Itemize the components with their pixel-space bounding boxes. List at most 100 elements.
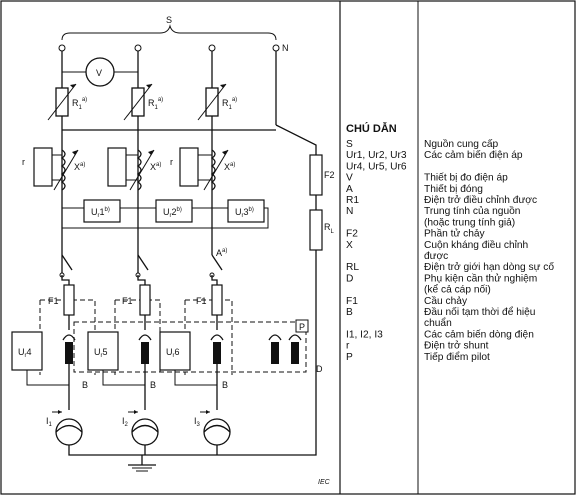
phase-box-2 <box>114 299 161 375</box>
fuses-f1 <box>61 275 223 330</box>
i2-label: I2 <box>122 416 129 428</box>
ur4-label: Ur4 <box>18 347 32 359</box>
f1-label-3: F1 <box>196 296 207 306</box>
f2-label: F2 <box>324 170 335 180</box>
adjustable-resistor-1 <box>47 83 77 121</box>
current-sensor-leads <box>68 364 218 410</box>
legend-description: Các cảm biến dòng điện <box>424 328 534 340</box>
legend-description: (kể cả cáp nối) <box>424 284 491 296</box>
legend-description: Đầu nối tạm thời để hiệu <box>424 306 535 318</box>
neutral-branch <box>275 124 317 155</box>
legend-symbol: B <box>346 307 353 318</box>
switch-label: Aa) <box>216 248 227 258</box>
legend-description: chuẩn <box>424 317 452 329</box>
f1-label-1: F1 <box>48 296 59 306</box>
legend-description: Phụ kiện cần thử nghiệm <box>424 272 537 284</box>
pilot-contact <box>295 319 309 333</box>
legend-description: Cuộn kháng điều chỉnh <box>424 239 528 251</box>
accessory-label: D <box>316 364 323 374</box>
fuse-element-f2 <box>309 154 323 196</box>
ur6-label: Ur6 <box>166 347 180 359</box>
shunt-label-3: r <box>170 157 173 167</box>
legend-symbol: A <box>346 184 353 195</box>
pilot-contact-label: P <box>299 322 305 332</box>
source-brace <box>61 24 277 41</box>
neutral-label: N <box>282 43 289 53</box>
legend-description: Tiếp điểm pilot <box>424 351 490 363</box>
reactor-label-1: Xa) <box>74 162 85 172</box>
adjustable-resistor-2 <box>123 83 153 121</box>
shunt-label-1: r <box>22 157 25 167</box>
ur1-label: Ur1b) <box>91 207 110 219</box>
legend-symbol: I1, I2, I3 <box>346 329 383 340</box>
reactor-group-1 <box>33 147 79 191</box>
legend-symbol: P <box>346 352 353 363</box>
legend-description: Thiết bị đóng <box>424 183 483 195</box>
source-label: S <box>166 15 172 25</box>
sensor-wiring <box>61 207 269 229</box>
phase-box-3 <box>184 299 233 375</box>
voltage-sensor-ur2 <box>155 199 193 223</box>
legend-description: (hoặc trung tính giả) <box>424 217 515 228</box>
i1-label: I1 <box>46 416 53 428</box>
r1-label-2: R1a) <box>148 97 163 111</box>
switches <box>59 254 223 278</box>
link-label-3: B <box>222 380 228 390</box>
legend-description: Điện trở điều chỉnh được <box>424 194 537 206</box>
legend-symbol: Ur1, Ur2, Ur3 <box>346 150 407 161</box>
link-label-2: B <box>150 380 156 390</box>
voltmeter-symbol <box>85 57 115 87</box>
legend-description: Nguồn cung cấp <box>424 138 499 150</box>
voltage-sensor-ur1 <box>83 199 121 223</box>
cable-terminations <box>62 334 302 364</box>
legend-description: Phần tử chảy <box>424 228 486 240</box>
accessory-under-test-box <box>73 321 307 373</box>
voltage-sensor-ur6 <box>159 331 191 371</box>
legend-symbol: F2 <box>346 229 358 240</box>
legend-symbol: Ur4, Ur5, Ur6 <box>346 161 407 172</box>
legend-title: CHÚ DẪN <box>346 122 397 135</box>
r1-label-1: R1a) <box>72 97 87 111</box>
reactor-group-3 <box>179 147 229 191</box>
ur3-label: Ur3b) <box>235 207 254 219</box>
legend-description: Các cảm biến điện áp <box>424 149 523 161</box>
adjustable-resistor-3 <box>197 83 227 121</box>
legend-symbol: S <box>346 139 353 150</box>
legend-description: được <box>424 251 448 262</box>
link-label-1: B <box>82 380 88 390</box>
legend-symbol: RL <box>346 262 359 273</box>
legend-description: Trung tính của nguồn <box>424 205 520 217</box>
legend-description: Thiết bị đo điện áp <box>424 172 508 184</box>
legend-description: Cầu chảy <box>424 295 468 307</box>
circuit-diagram: S N V R1a) R1a) <box>11 15 335 486</box>
reactor-label-3: Xa) <box>224 162 235 172</box>
rl-label: RL <box>324 222 335 235</box>
iec-mark: IEC <box>318 479 331 486</box>
ground-icon <box>128 464 156 472</box>
legend-symbol: r <box>346 341 350 352</box>
legend-symbol: D <box>346 273 353 284</box>
reactor-group-2 <box>107 147 155 191</box>
legend-description: Điện trở shunt <box>424 340 489 352</box>
legend-symbol: F1 <box>346 296 358 307</box>
legend-description: Điện trở giới hạn dòng sự cố <box>424 261 554 273</box>
legend-symbol: X <box>346 240 353 251</box>
voltage-sensor-ur3 <box>227 199 265 223</box>
ur2-label: Ur2b) <box>163 207 182 219</box>
limiting-resistor-rl <box>309 209 323 251</box>
i3-label: I3 <box>194 416 201 428</box>
voltmeter-label: V <box>96 68 102 78</box>
reactor-label-2: Xa) <box>150 162 161 172</box>
f1-label-2: F1 <box>122 296 133 306</box>
return-bus <box>68 385 317 456</box>
ur-lower-leads <box>26 370 217 386</box>
legend-symbol: V <box>346 173 353 184</box>
r1-label-3: R1a) <box>222 97 237 111</box>
ur5-label: Ur5 <box>94 347 108 359</box>
legend-symbol: R1 <box>346 195 359 206</box>
legend-symbol: N <box>346 206 353 217</box>
